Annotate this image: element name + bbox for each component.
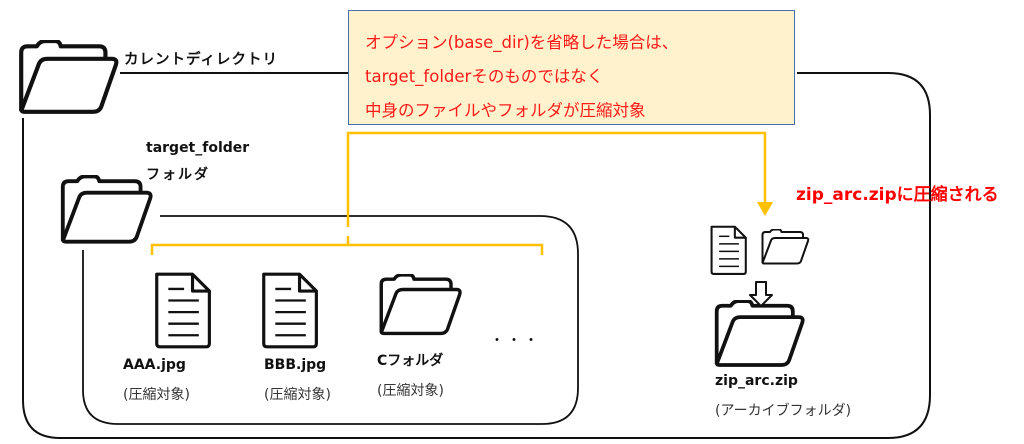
down-arrow-icon [749,281,773,307]
item-name: Cフォルダ [377,353,444,369]
current-dir-folder-icon [21,41,116,112]
archive-name: zip_arc.zip [715,373,798,389]
archive-folder-icon [714,300,805,367]
small-folder-icon [761,229,810,265]
compress-arrow [150,131,767,255]
file-icon [262,272,318,349]
item-note: (圧縮対象) [264,387,331,403]
item-name: BBB.jpg [264,357,327,373]
file-icon [155,272,211,349]
current-dir-frame [22,72,931,439]
note-line: 中身のファイルやフォルダが圧縮対象 [365,101,646,120]
arrow-head [757,202,773,216]
target-folder-name: target_folder [146,140,250,156]
ellipsis: ・・・ [490,333,541,349]
note-line: オプション(base_dir)を省略した場合は、 [365,33,679,52]
item-name: AAA.jpg [123,357,186,373]
small-file-icon [710,225,747,275]
compress-label: zip_arc.zipに圧縮される [796,185,999,205]
item-note: (圧縮対象) [123,387,190,403]
note-box: オプション(base_dir)を省略した場合は、 target_folderその… [348,10,795,125]
target-folder-type: フォルダ [146,167,210,183]
folder-icon [379,274,462,336]
target-folder-frame [82,215,579,425]
target-folder-icon [60,175,153,244]
archive-note: (アーカイブフォルダ) [715,403,852,419]
note-line: target_folderそのものではなく [365,67,604,86]
item-note: (圧縮対象) [377,383,444,399]
current-dir-label: カレントディレクトリ [124,52,278,68]
